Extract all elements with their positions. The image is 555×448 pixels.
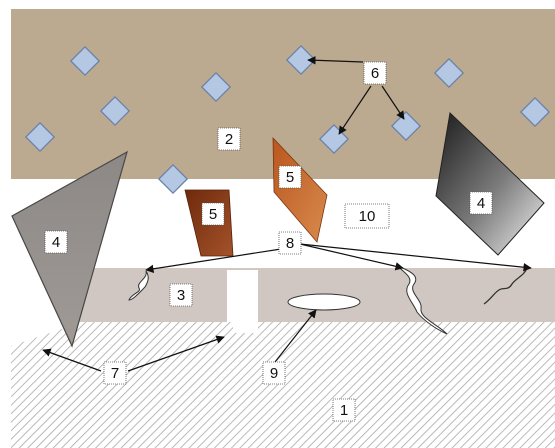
substrate-cut	[233, 333, 258, 346]
substrate-upper	[258, 322, 555, 346]
crack-right	[483, 267, 528, 305]
diamond-particle	[433, 57, 465, 89]
thin-layer-left	[78, 268, 227, 322]
arrow-7-left	[42, 348, 102, 372]
label-9: 9	[262, 361, 286, 385]
label-boxes: 1 2 3 4 4 5 5 6	[44, 61, 493, 422]
pore	[287, 293, 361, 311]
thin-layer-right	[258, 268, 555, 322]
arrow-8-middle	[299, 243, 404, 271]
diamond-particle	[99, 95, 131, 127]
label-4-left: 4	[44, 230, 68, 254]
label-5-left-text: 5	[209, 206, 217, 223]
diamond-particle	[285, 44, 317, 76]
label-1: 1	[332, 398, 356, 422]
arrow-7-right	[127, 335, 225, 372]
crack-middle	[397, 265, 448, 335]
label-4-right-text: 4	[477, 195, 485, 212]
diamond-particle	[69, 45, 101, 77]
label-8-text: 8	[286, 235, 294, 252]
label-9-text: 9	[270, 365, 278, 382]
inclusion-right	[435, 111, 545, 256]
diamond-particle	[24, 121, 56, 153]
label-8: 8	[278, 231, 302, 255]
label-7: 7	[103, 361, 127, 385]
arrow-6-left	[338, 85, 372, 135]
crack-left	[128, 270, 149, 301]
label-6: 6	[363, 61, 387, 85]
label-6-text: 6	[371, 65, 379, 82]
arrow-6-right	[381, 85, 405, 120]
arrow-6-top	[307, 56, 364, 65]
inclusion-left	[11, 150, 128, 348]
diamond-particle	[157, 163, 189, 195]
label-4-right: 4	[469, 191, 493, 215]
label-5-right-text: 5	[286, 169, 294, 186]
arrow-9	[274, 309, 317, 363]
label-3: 3	[169, 283, 193, 307]
substrate	[11, 346, 555, 448]
diamond-particle	[200, 71, 232, 103]
label-1-text: 1	[340, 402, 348, 419]
label-2-text: 2	[225, 131, 233, 148]
label-2: 2	[217, 127, 241, 151]
arrow-8-right	[299, 243, 532, 272]
label-10: 10	[344, 203, 390, 229]
label-4-left-text: 4	[52, 234, 60, 251]
substrate-step	[11, 322, 233, 346]
thin-layer-gap-top	[227, 268, 258, 270]
label-7-text: 7	[111, 365, 119, 382]
label-10-text: 10	[359, 208, 376, 225]
leader-arrows	[42, 56, 532, 372]
diamond-particle	[519, 96, 551, 128]
label-3-text: 3	[177, 287, 185, 304]
label-5-right: 5	[278, 165, 302, 189]
label-5-left: 5	[201, 202, 225, 226]
arrow-8-left	[145, 248, 282, 273]
brown-particle-light	[272, 136, 328, 243]
